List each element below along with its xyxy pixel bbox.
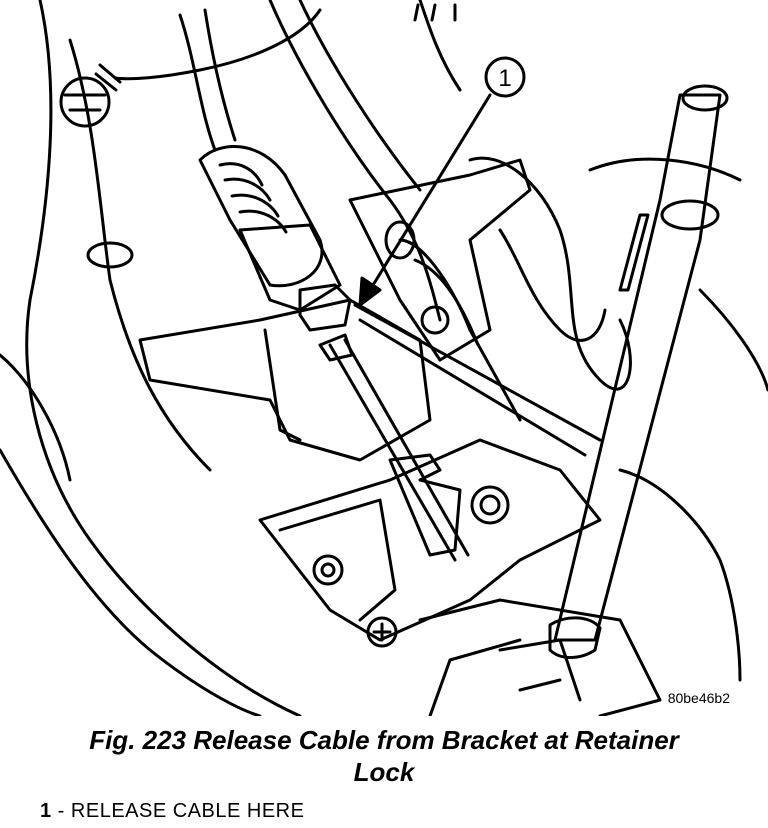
release-cable-wire-b [343,338,470,557]
legend-item-text: RELEASE CABLE HERE [70,800,305,822]
rod-slot [618,213,650,292]
main-cable [353,303,602,442]
bracket-lock [298,283,352,332]
figure-legend: 1 - RELEASE CABLE HERE [40,800,304,823]
upper-cable-center [268,0,442,322]
rod-base [548,616,602,659]
upper-right-contour [418,0,462,92]
rod-collar [660,199,720,231]
cable-housing [238,223,342,312]
callout-bubble [484,56,526,98]
upper-cable-center-b [298,0,422,192]
bracket-face [263,328,302,442]
phillips-cross [372,622,392,642]
bracket-bolt [420,305,450,335]
wire-connector [94,63,122,92]
cable-sleeve-b [413,258,480,347]
cable-grommet [384,220,416,260]
cable-boot [198,145,324,288]
lower-plate [258,438,602,642]
boot-ribs [218,162,288,234]
upper-cable-left-b [203,8,237,142]
caption-line-2: Lock [353,757,415,787]
legend-item-number: 1 [40,800,52,822]
console-outer-edge [25,0,302,716]
right-lower-contour [618,468,742,682]
ground-wire [113,8,322,81]
phillips-screw [366,616,398,648]
lower-plate-inner [278,498,397,622]
top-marks [413,3,457,22]
right-contour [698,288,768,392]
caption-line-1: Fig. 223 Release Cable from Bracket at R… [89,725,679,755]
bracket-plate [138,298,432,462]
shifter-rod [553,93,722,642]
figure-caption: Fig. 223 Release Cable from Bracket at R… [0,724,768,788]
lower-bolt-right [470,485,510,525]
shifter-bracket [348,158,532,362]
left-curve [0,353,72,482]
cable-end [318,333,354,362]
image-code: 80be46b2 [667,690,730,706]
lower-bolt-left-inner [320,562,336,578]
lower-bolt-left [312,554,344,586]
console-hole [86,241,134,269]
callout-number: 1 [498,65,511,92]
left-lower-contour [0,448,262,716]
callout-leader [368,93,492,292]
cable-sleeve [398,238,522,422]
upper-cable-left [178,13,217,152]
callout-arrowhead [358,276,382,307]
technical-illustration: 1 [0,0,768,716]
housing-detail [498,638,582,702]
harness-b [498,228,607,342]
ground-nut [59,76,111,128]
console-inner-edge [68,38,212,472]
lower-bolt-right-inner [479,494,501,516]
retainer-lock [388,453,462,557]
legend-item-separator: - [51,800,71,822]
ground-nut-flat [63,93,107,112]
main-cable-b [358,318,587,457]
release-cable-wire [328,343,457,562]
shifter-housing [418,598,662,716]
wire-harness [468,156,632,391]
rod-top [681,84,729,112]
